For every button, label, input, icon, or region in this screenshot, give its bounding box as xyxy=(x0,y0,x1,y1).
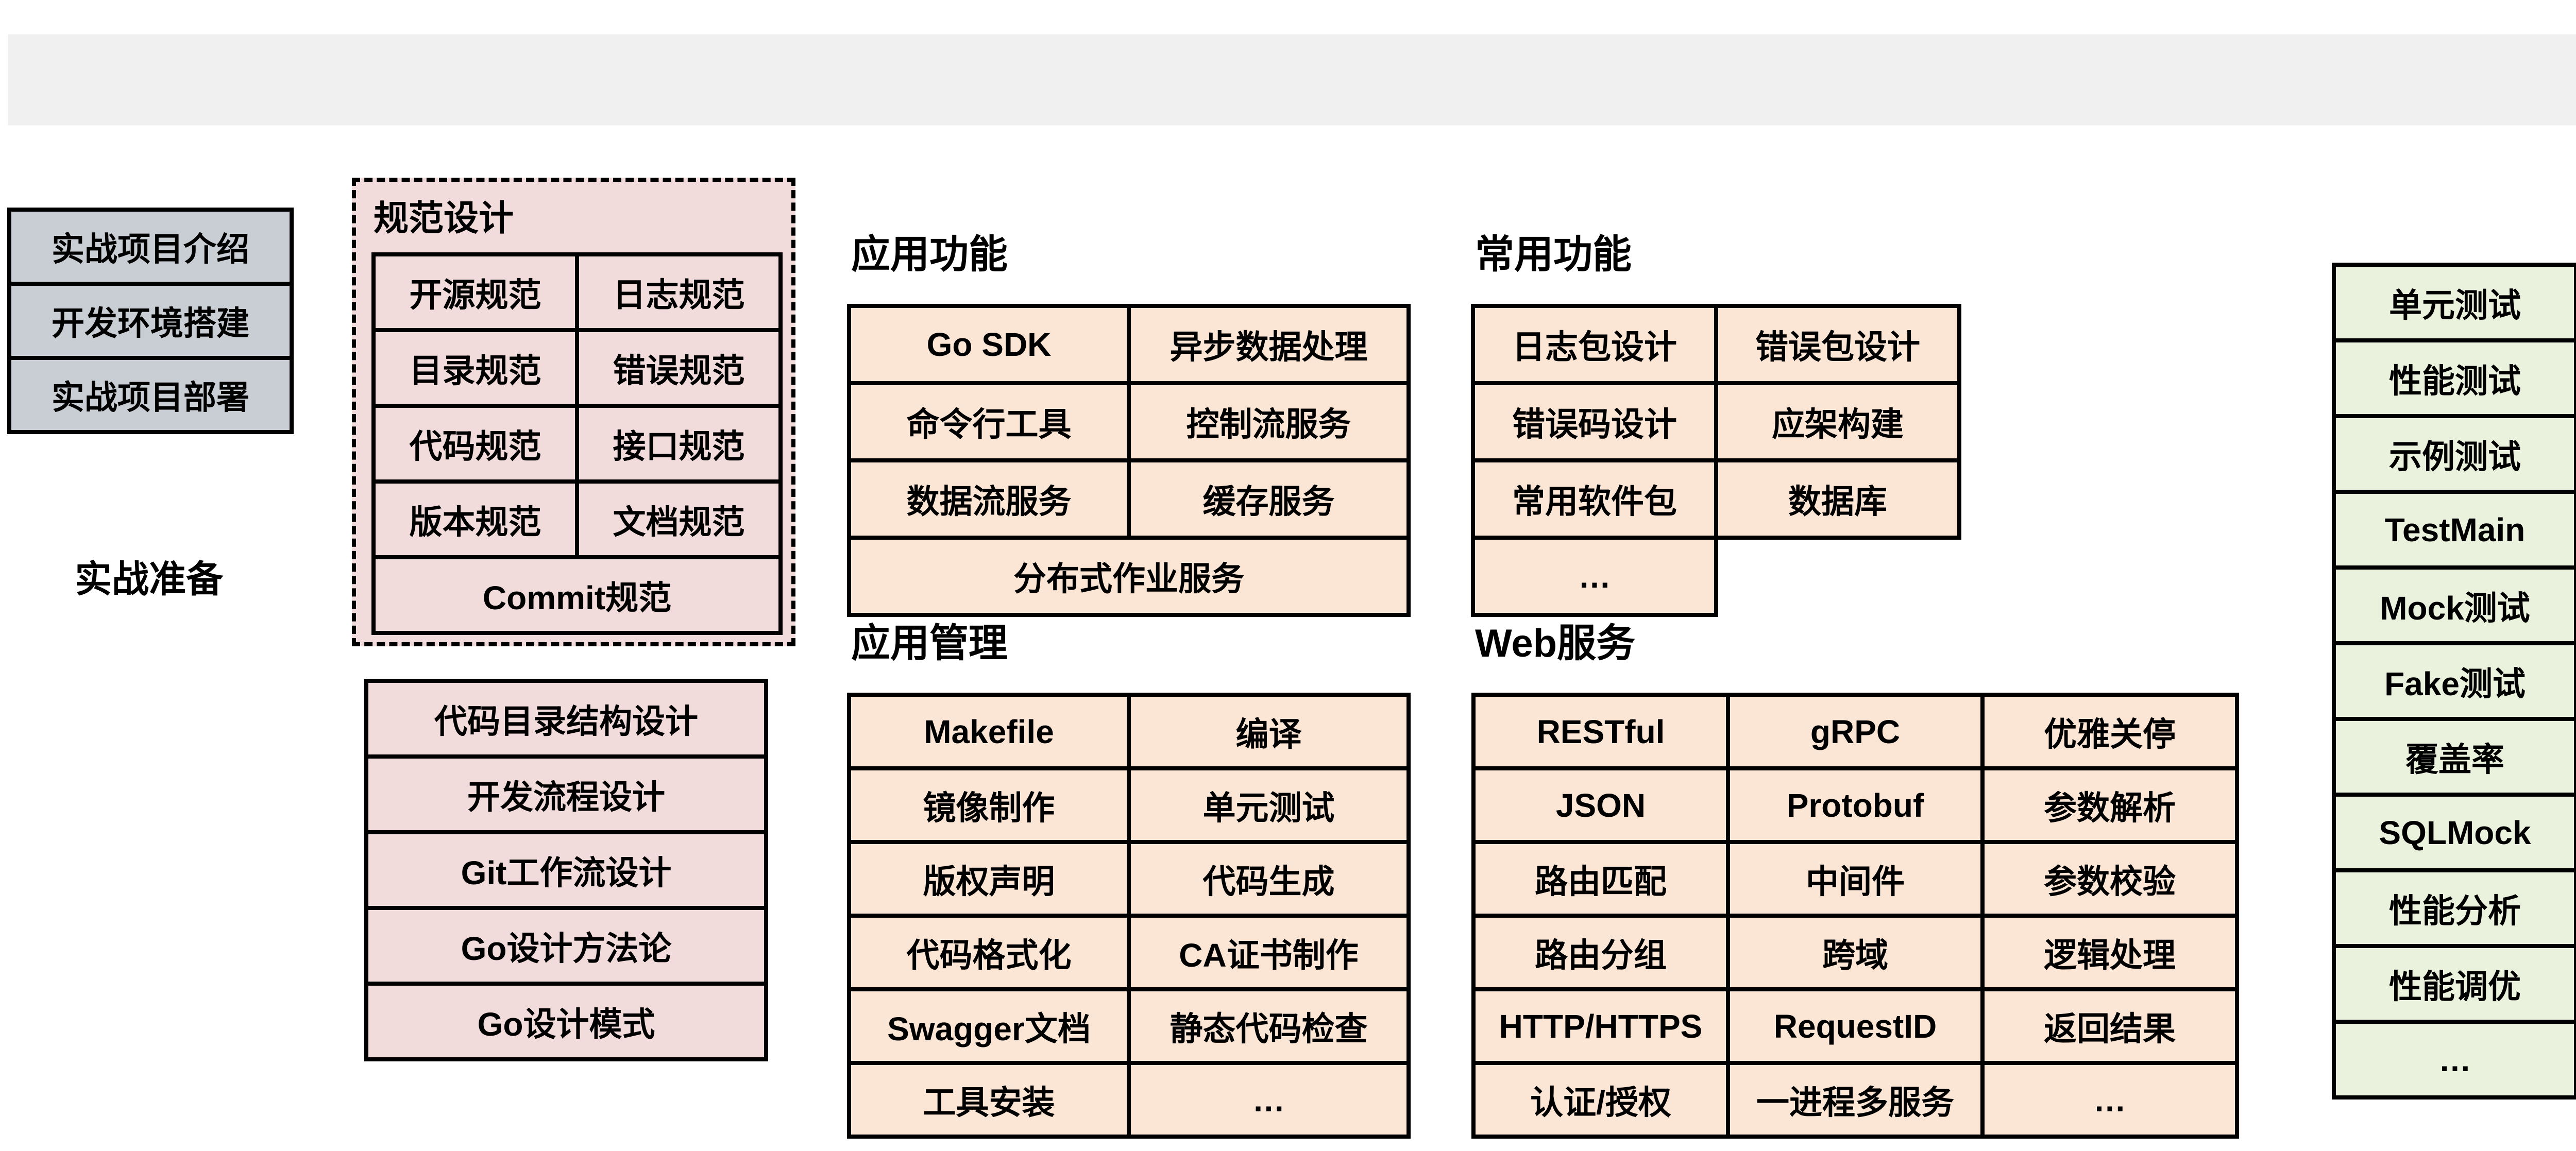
app-feature-cell: 异步数据处理 xyxy=(1127,304,1411,385)
web-service-cell: gRPC xyxy=(1726,693,1985,770)
phase-label-prep: 实战准备 xyxy=(75,559,224,600)
web-service-cell: … xyxy=(1980,1061,2239,1139)
spec-cell: 接口规范 xyxy=(575,404,783,484)
phase-arrow xyxy=(8,13,2576,147)
test-item: TestMain xyxy=(2332,490,2576,570)
app-management-cell: CA证书制作 xyxy=(1127,914,1411,991)
test-item: 示例测试 xyxy=(2332,414,2576,494)
app-features-title: 应用功能 xyxy=(851,233,1008,277)
app-feature-cell: 分布式作业服务 xyxy=(847,536,1411,617)
test-column: 单元测试 性能测试 示例测试 TestMain Mock测试 Fake测试 覆盖… xyxy=(2332,263,2576,1100)
web-service-cell: 路由分组 xyxy=(1471,914,1730,991)
test-item: 覆盖率 xyxy=(2332,717,2576,797)
web-service-cell: 返回结果 xyxy=(1980,987,2239,1065)
web-service-cell: 优雅关停 xyxy=(1980,693,2239,770)
prep-item: 实战项目介绍 xyxy=(7,208,294,286)
test-item: Mock测试 xyxy=(2332,565,2576,645)
design-item: Git工作流设计 xyxy=(364,830,768,910)
prep-column: 实战项目介绍 开发环境搭建 实战项目部署 xyxy=(7,208,294,434)
common-feature-cell: 数据库 xyxy=(1714,458,1961,540)
common-feature-cell: 错误包设计 xyxy=(1714,304,1961,385)
app-management-title: 应用管理 xyxy=(851,622,1008,665)
common-features-table: 日志包设计 错误包设计 错误码设计 应架构建 常用软件包 数据库 … xyxy=(1471,304,1961,617)
spec-cell: 错误规范 xyxy=(575,328,783,408)
app-management-cell: 工具安装 xyxy=(847,1061,1131,1139)
app-management-cell: 代码生成 xyxy=(1127,840,1411,918)
app-management-cell: 编译 xyxy=(1127,693,1411,770)
web-service-cell: JSON xyxy=(1471,766,1730,844)
design-item: 代码目录结构设计 xyxy=(364,679,768,759)
common-features-title: 常用功能 xyxy=(1475,233,1632,277)
app-management-cell: 静态代码检查 xyxy=(1127,987,1411,1065)
app-feature-cell: Go SDK xyxy=(847,304,1131,385)
prep-item: 开发环境搭建 xyxy=(7,282,294,360)
web-service-cell: 逻辑处理 xyxy=(1980,914,2239,991)
spec-cell: 目录规范 xyxy=(371,328,579,408)
web-service-cell: 跨域 xyxy=(1726,914,1985,991)
common-feature-cell: 应架构建 xyxy=(1714,381,1961,462)
test-item: 性能分析 xyxy=(2332,868,2576,948)
common-feature-cell: 错误码设计 xyxy=(1471,381,1718,462)
prep-item: 实战项目部署 xyxy=(7,356,294,434)
test-item: … xyxy=(2332,1020,2576,1100)
app-management-cell: 单元测试 xyxy=(1127,766,1411,844)
common-feature-cell: … xyxy=(1471,536,1718,617)
design-item: Go设计方法论 xyxy=(364,906,768,986)
app-feature-cell: 数据流服务 xyxy=(847,458,1131,540)
web-service-cell: Protobuf xyxy=(1726,766,1985,844)
spec-design-title: 规范设计 xyxy=(374,199,514,238)
web-service-cell: 认证/授权 xyxy=(1471,1061,1730,1139)
app-feature-cell: 缓存服务 xyxy=(1127,458,1411,540)
web-service-cell: 一进程多服务 xyxy=(1726,1061,1985,1139)
app-feature-cell: 控制流服务 xyxy=(1127,381,1411,462)
spec-cell: 代码规范 xyxy=(371,404,579,484)
app-features-table: Go SDK 异步数据处理 命令行工具 控制流服务 数据流服务 缓存服务 分布式… xyxy=(847,304,1411,617)
web-service-cell: 中间件 xyxy=(1726,840,1985,918)
design-item: Go设计模式 xyxy=(364,982,768,1061)
spec-cell: 开源规范 xyxy=(371,252,579,332)
app-management-cell: 代码格式化 xyxy=(847,914,1131,991)
web-service-title: Web服务 xyxy=(1475,622,1636,665)
app-management-cell: Makefile xyxy=(847,693,1131,770)
spec-cell: 版本规范 xyxy=(371,479,579,559)
app-management-cell: Swagger文档 xyxy=(847,987,1131,1065)
test-item: Fake测试 xyxy=(2332,641,2576,721)
spec-cell: 文档规范 xyxy=(575,479,783,559)
app-management-cell: 镜像制作 xyxy=(847,766,1131,844)
test-item: 性能调优 xyxy=(2332,944,2576,1024)
app-feature-cell: 命令行工具 xyxy=(847,381,1131,462)
common-feature-cell: 日志包设计 xyxy=(1471,304,1718,385)
app-management-cell: … xyxy=(1127,1061,1411,1139)
web-service-cell: 参数解析 xyxy=(1980,766,2239,844)
test-item: SQLMock xyxy=(2332,793,2576,872)
web-service-cell: 路由匹配 xyxy=(1471,840,1730,918)
spec-cell: 日志规范 xyxy=(575,252,783,332)
web-service-table: RESTful gRPC 优雅关停 JSON Protobuf 参数解析 路由匹… xyxy=(1471,693,2239,1139)
spec-design-table: 开源规范 日志规范 目录规范 错误规范 代码规范 接口规范 版本规范 文档规范 … xyxy=(371,252,783,635)
common-feature-cell: 常用软件包 xyxy=(1471,458,1718,540)
web-service-cell: RESTful xyxy=(1471,693,1730,770)
web-service-cell: HTTP/HTTPS xyxy=(1471,987,1730,1065)
design-item: 开发流程设计 xyxy=(364,754,768,834)
design-list: 代码目录结构设计 开发流程设计 Git工作流设计 Go设计方法论 Go设计模式 xyxy=(364,679,768,1061)
test-item: 单元测试 xyxy=(2332,263,2576,342)
test-item: 性能测试 xyxy=(2332,338,2576,418)
web-service-cell: 参数校验 xyxy=(1980,840,2239,918)
app-management-table: Makefile 编译 镜像制作 单元测试 版权声明 代码生成 代码格式化 CA… xyxy=(847,693,1411,1139)
spec-cell-commit: Commit规范 xyxy=(371,555,783,635)
web-service-cell: RequestID xyxy=(1726,987,1985,1065)
app-management-cell: 版权声明 xyxy=(847,840,1131,918)
